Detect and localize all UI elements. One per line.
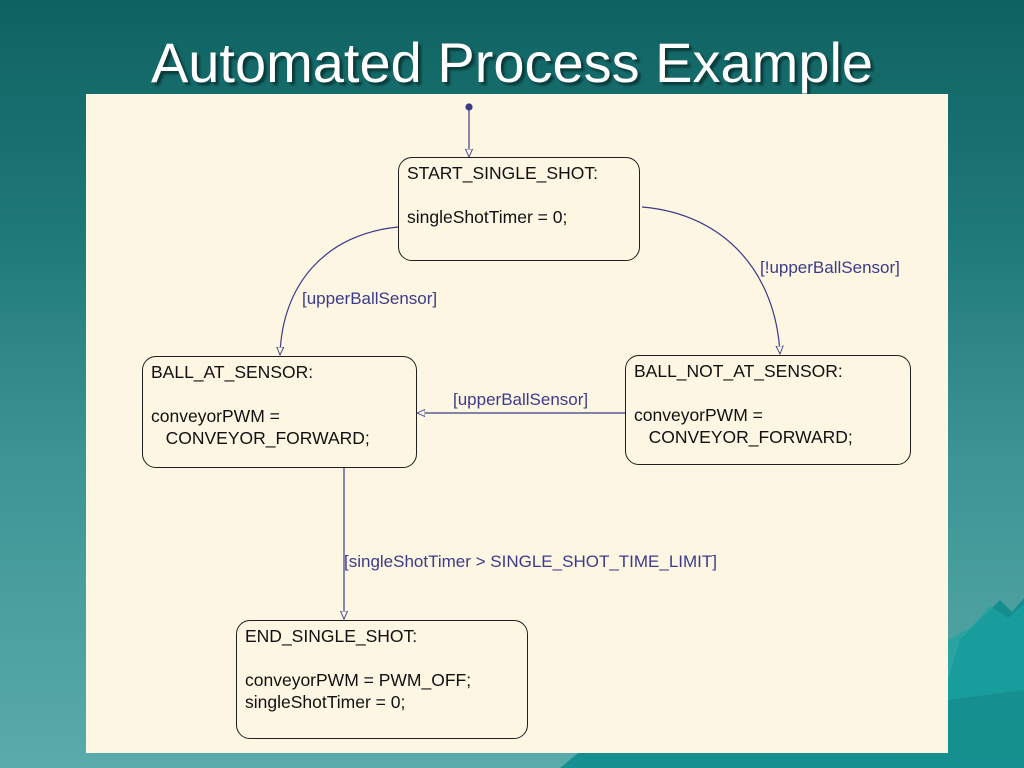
state-action-line: CONVEYOR_FORWARD; (634, 427, 853, 447)
state-name: BALL_NOT_AT_SENSOR: (634, 361, 843, 381)
state-actions: conveyorPWM = PWM_OFF; singleShotTimer =… (245, 669, 519, 713)
transition-label-not-at-sensor-to-at-sensor: [upperBallSensor] (453, 390, 589, 409)
state-name: END_SINGLE_SHOT: (245, 626, 418, 646)
state-name: BALL_AT_SENSOR: (151, 362, 314, 382)
state-diagram-panel: START_SINGLE_SHOT: singleShotTimer = 0; … (86, 94, 948, 753)
state-start-single-shot: START_SINGLE_SHOT: singleShotTimer = 0; (398, 157, 640, 261)
state-actions: conveyorPWM = CONVEYOR_FORWARD; (151, 405, 408, 449)
state-name: START_SINGLE_SHOT: (407, 163, 598, 183)
state-action-line: conveyorPWM = (151, 406, 280, 426)
transition-arrows (86, 103, 948, 753)
default-transition-dot (465, 103, 473, 111)
state-ball-at-sensor: BALL_AT_SENSOR: conveyorPWM = CONVEYOR_F… (142, 356, 417, 468)
slide-title: Automated Process Example (150, 31, 874, 94)
state-actions: singleShotTimer = 0; (407, 206, 631, 228)
state-action-line: singleShotTimer = 0; (407, 207, 568, 227)
transition-label-start-to-ball-not-at-sensor: [!upperBallSensor] (760, 258, 900, 277)
state-ball-not-at-sensor: BALL_NOT_AT_SENSOR: conveyorPWM = CONVEY… (625, 355, 911, 465)
state-action-line: conveyorPWM = (634, 405, 763, 425)
state-actions: conveyorPWM = CONVEYOR_FORWARD; (634, 404, 902, 448)
state-action-line: conveyorPWM = PWM_OFF; (245, 670, 472, 690)
transition-label-start-to-ball-at-sensor: [upperBallSensor] (302, 289, 438, 308)
transition-start-to-ball-not-at-sensor (641, 206, 780, 354)
state-action-line: CONVEYOR_FORWARD; (151, 428, 370, 448)
state-action-line: singleShotTimer = 0; (245, 692, 406, 712)
transition-label-at-sensor-to-end: [singleShotTimer > SINGLE_SHOT_TIME_LIMI… (344, 552, 718, 571)
state-end-single-shot: END_SINGLE_SHOT: conveyorPWM = PWM_OFF; … (236, 620, 528, 739)
transition-start-to-ball-at-sensor (280, 226, 399, 355)
